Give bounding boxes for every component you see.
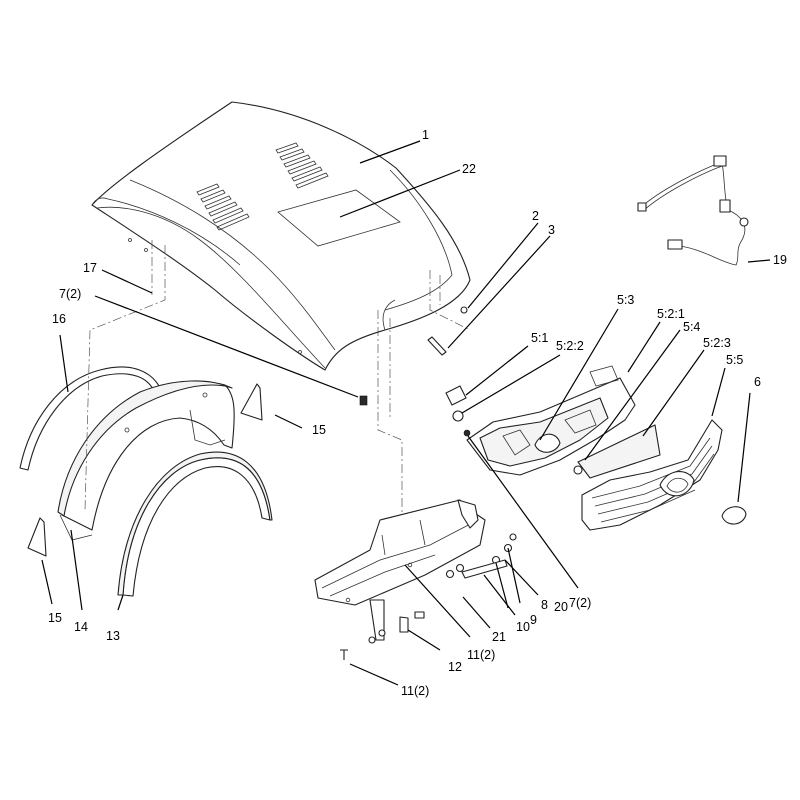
wiring-harness-part [637,155,749,266]
headlight-switch-part [445,385,467,406]
callout-21: 21 [492,630,506,644]
callout-5-2-1: 5:2:1 [657,307,685,321]
callout-14: 14 [74,620,88,634]
step-bracket-15b-part [27,517,47,557]
callout-5-1: 5:1 [531,331,548,345]
callout-20: 20 [554,600,568,614]
callout-5-2-3: 5:2:3 [703,336,731,350]
headlight-housing-part [466,365,636,476]
leader-lines [41,140,771,686]
fender-outer-part [117,451,273,597]
callout-12: 12 [448,660,462,674]
callout-16: 16 [52,312,66,326]
callout-22: 22 [462,162,476,176]
callout-3: 3 [548,223,555,237]
callout-9: 9 [530,613,537,627]
callout-2: 2 [532,209,539,223]
step-bracket-15a-part [240,383,263,421]
callout-7-2-lower: 7(2) [569,596,591,610]
hardware-parts [340,306,517,660]
callout-8: 8 [541,598,548,612]
callout-13: 13 [106,629,120,643]
callout-5-2-2: 5:2:2 [556,339,584,353]
headlight-lens-part [577,424,661,479]
callout-11-2-upper: 11(2) [467,648,495,662]
callout-5-5: 5:5 [726,353,743,367]
callout-11-2-lower: 11(2) [401,684,429,698]
phantom-lines [84,240,501,540]
callout-10: 10 [516,620,530,634]
grille-part [581,419,723,531]
callout-1: 1 [422,128,429,142]
frame-bracket-part [314,499,486,641]
callout-19: 19 [773,253,787,267]
callout-labels: 1 22 2 3 19 17 7(2) 16 15 15 14 13 5:3 5… [48,128,787,698]
callout-15-left: 15 [48,611,62,625]
callout-5-3: 5:3 [617,293,634,307]
callout-5-4: 5:4 [683,320,700,334]
bulb-part [721,506,747,525]
hood-part [91,101,471,371]
callout-15-right: 15 [312,423,326,437]
fender-inner-part [57,380,235,541]
callout-17: 17 [83,261,97,275]
callout-6: 6 [754,375,761,389]
callout-7-2-upper: 7(2) [59,287,81,301]
